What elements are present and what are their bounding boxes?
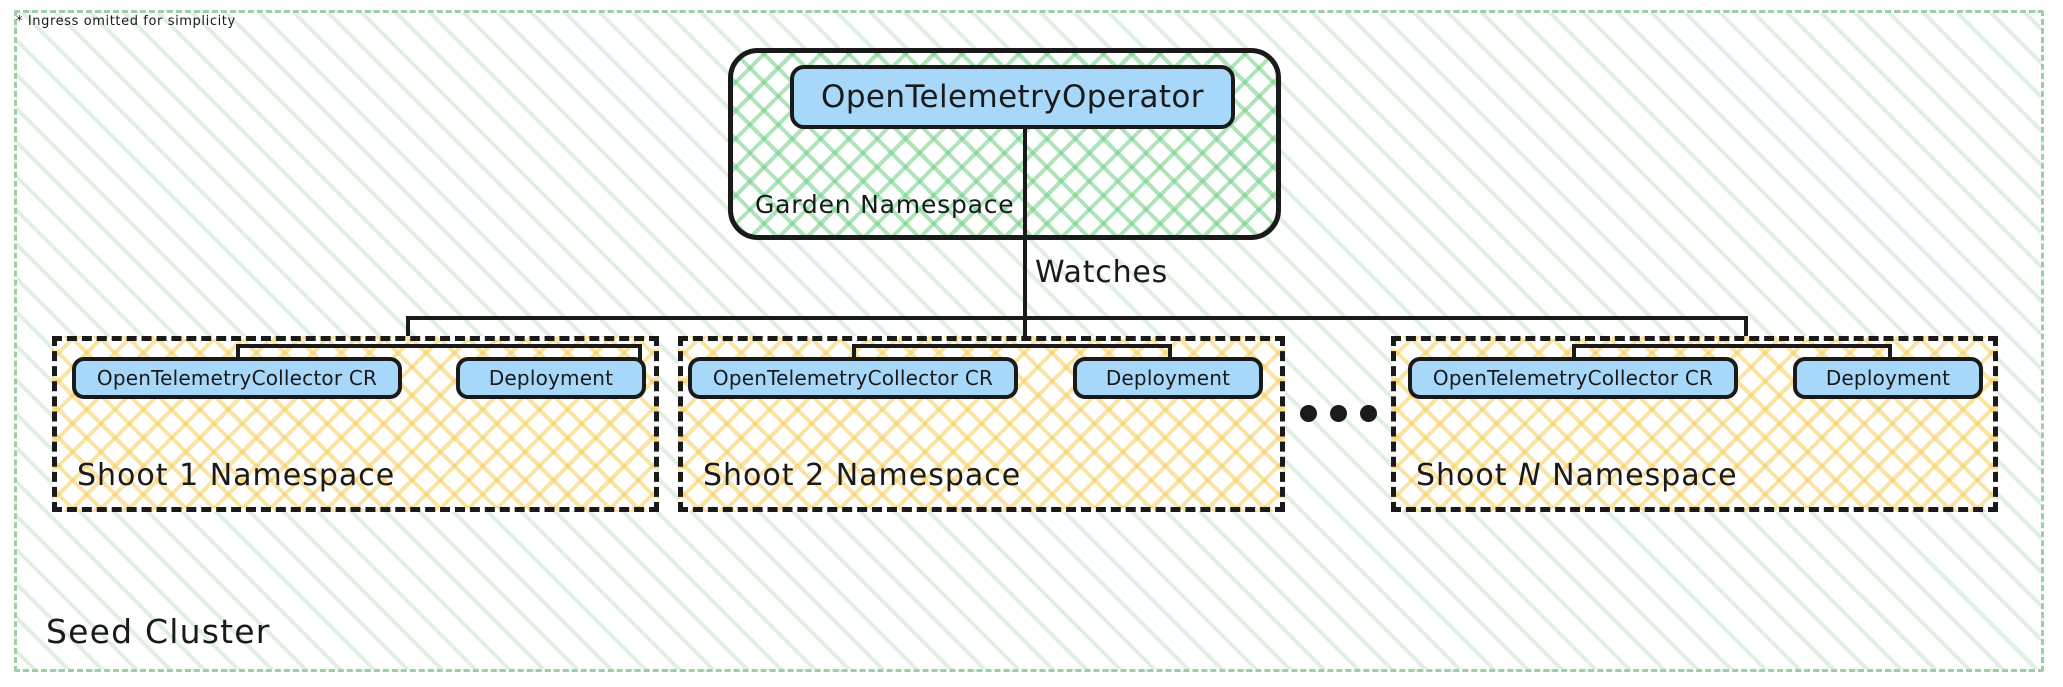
garden-namespace-label: Garden Namespace	[755, 190, 1015, 219]
footnote-text: * Ingress omitted for simplicity	[16, 14, 236, 29]
node-deployment-1[interactable]: Deployment	[456, 357, 646, 399]
seed-cluster-label: Seed Cluster	[46, 612, 271, 651]
ellipsis-dot-1	[1300, 405, 1317, 422]
ellipsis-dot-2	[1330, 405, 1347, 422]
edge-horizontal-bus	[406, 316, 1746, 320]
edge-fanout-bar-3	[1572, 344, 1892, 348]
shoot-namespace-2-label: Shoot 2 Namespace	[703, 458, 1022, 493]
shoot-n-label-prefix: Shoot	[1416, 458, 1519, 493]
node-deployment-n[interactable]: Deployment	[1793, 357, 1983, 399]
ellipsis-indicator	[1300, 405, 1377, 422]
edge-label-watches: Watches	[1035, 255, 1169, 290]
shoot-namespace-n-label: Shoot N Namespace	[1416, 458, 1738, 493]
node-opentelemetry-operator[interactable]: OpenTelemetryOperator	[790, 65, 1235, 129]
shoot-n-label-variable: N	[1518, 458, 1542, 493]
edge-operator-to-bus	[1023, 129, 1027, 316]
edge-fanout-bar-2	[852, 344, 1172, 348]
node-otel-collector-cr-n[interactable]: OpenTelemetryCollector CR	[1408, 357, 1738, 399]
edge-fanout-right-1	[638, 344, 642, 370]
edge-fanout-bar-1	[236, 344, 642, 348]
shoot-n-label-suffix: Namespace	[1541, 458, 1738, 493]
edge-bus-to-shoot-1	[406, 316, 410, 338]
node-otel-collector-cr-1[interactable]: OpenTelemetryCollector CR	[72, 357, 402, 399]
ellipsis-dot-3	[1360, 405, 1377, 422]
edge-bus-to-shoot-3	[1744, 316, 1748, 338]
shoot-namespace-1-label: Shoot 1 Namespace	[77, 458, 396, 493]
node-deployment-2[interactable]: Deployment	[1073, 357, 1263, 399]
node-otel-collector-cr-2[interactable]: OpenTelemetryCollector CR	[688, 357, 1018, 399]
